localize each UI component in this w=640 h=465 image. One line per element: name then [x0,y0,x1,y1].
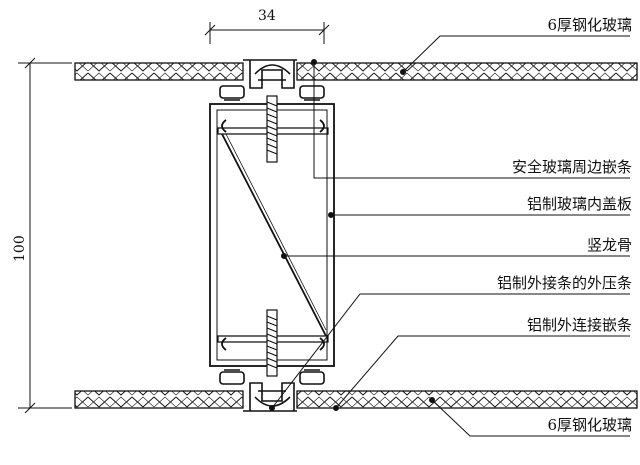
dimension-height [18,57,72,414]
dimension-width-label: 34 [258,8,276,24]
label-glass-top: 6厚钢化玻璃 [547,16,632,34]
label-aluminum-outer-pressure-strip: 铝制外接条的外压条 [497,274,632,292]
label-aluminum-outer-connecting-strip: 铝制外连接嵌条 [527,316,632,334]
leader-lines [269,35,630,437]
glass-bottom [74,390,638,409]
dimension-height-label: 100 [12,235,28,262]
label-safety-glass-edge-strip: 安全玻璃周边嵌条 [512,158,632,176]
screw-bottom [266,309,278,377]
screw-top [266,95,278,163]
label-glass-bottom: 6厚钢化玻璃 [547,416,632,434]
glass-top [74,62,638,81]
dimension-width [204,22,330,44]
top-cap-profile [219,59,325,101]
bottom-cap-profile [219,369,325,412]
label-aluminum-inner-cover: 铝制玻璃内盖板 [527,195,632,213]
label-vertical-mullion: 竖龙骨 [587,236,632,254]
